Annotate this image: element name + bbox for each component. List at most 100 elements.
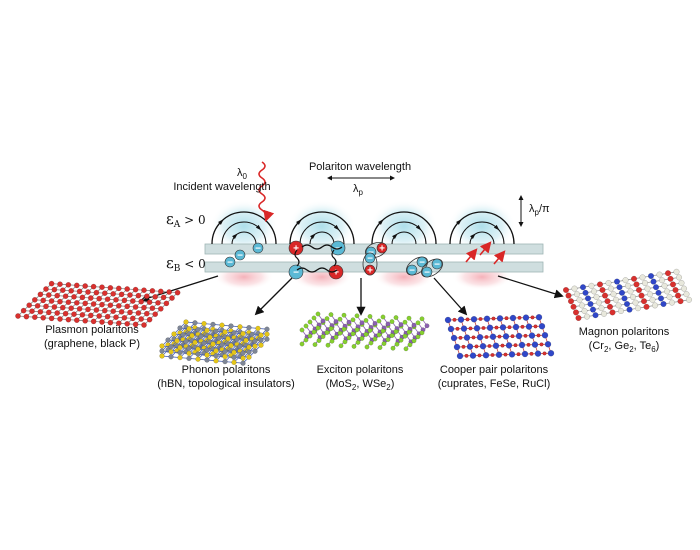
lattice-atom	[174, 289, 181, 296]
lattice-atom	[534, 350, 542, 357]
lattice-atom	[512, 323, 520, 331]
lattice-atom	[355, 339, 361, 345]
lattice-atom	[367, 327, 373, 333]
lattice-atom	[40, 297, 47, 304]
lattice-atom	[90, 283, 97, 290]
lattice-atom	[152, 311, 158, 318]
lattice-atom	[160, 294, 167, 301]
lattice-atom	[678, 280, 685, 287]
lattice-atom	[596, 299, 603, 306]
lattice-atom	[483, 315, 491, 322]
lattice-atom	[602, 292, 609, 299]
lattice-atom	[132, 286, 139, 293]
exciton-examples: (MoS2, WSe2)	[326, 378, 395, 392]
lattice-atom	[337, 330, 343, 336]
lattice-atom	[213, 353, 219, 359]
lattice-atom	[204, 357, 210, 363]
lattice-atom	[641, 298, 648, 305]
lattice-atom	[307, 319, 313, 325]
lattice-atom	[228, 343, 234, 349]
plasmon-name: Plasmon polaritons	[45, 324, 139, 336]
lattice-atom	[60, 304, 66, 311]
lattice-atom	[264, 336, 270, 342]
lattice-atom	[312, 342, 318, 347]
lattice-atom	[609, 309, 616, 316]
svg-text:−: −	[367, 254, 373, 265]
lattice-atom	[234, 337, 240, 343]
graphene-lattice	[15, 280, 181, 328]
lattice-atom	[461, 344, 466, 349]
lattice-atom	[505, 342, 513, 349]
lattice-atom	[143, 310, 150, 317]
lattice-atom	[249, 331, 255, 338]
lattice-atom	[377, 345, 383, 350]
lattice-atom	[599, 287, 606, 294]
lattice-atom	[169, 295, 175, 301]
negative-charge: −	[252, 242, 264, 255]
lattice-atom	[359, 320, 365, 326]
lattice-atom	[633, 281, 640, 288]
lattice-atom	[584, 313, 591, 320]
lattice-atom	[597, 281, 604, 288]
lattice-atom	[530, 315, 535, 320]
field-loop-arrowhead	[470, 233, 476, 240]
field-loop-arrowhead	[378, 219, 384, 225]
lattice-atom	[452, 317, 457, 322]
lattice-atom	[240, 360, 246, 366]
lattice-atom	[500, 343, 505, 348]
lattice-atom	[243, 337, 249, 344]
field-loop	[459, 221, 505, 245]
spin-arrow	[465, 248, 478, 263]
lattice-atom	[149, 287, 156, 294]
lattice-atom	[74, 317, 80, 324]
lattice-atom	[673, 268, 680, 275]
lattice-atom	[168, 349, 174, 355]
lattice-atom	[219, 322, 225, 328]
lattice-atom	[127, 292, 133, 298]
lattice-atom	[624, 301, 631, 308]
lattice-atom	[520, 324, 525, 329]
lattice-atom	[166, 289, 172, 295]
magnon-name: Magnon polaritons	[579, 326, 670, 338]
lattice-atom	[456, 352, 464, 360]
lattice-atom	[90, 301, 97, 307]
lattice-atom	[76, 288, 83, 295]
lattice-atom	[509, 314, 517, 322]
lattice-atom	[394, 341, 400, 347]
field-loop-arrowhead	[296, 219, 302, 225]
lattice-atom	[507, 325, 512, 330]
lattice-atom	[407, 342, 413, 348]
lattice-atom	[415, 334, 421, 340]
field-loop	[299, 221, 345, 245]
lattice-atom	[195, 351, 201, 357]
lattice-atom	[539, 342, 544, 347]
lattice-atom	[528, 332, 536, 339]
lattice-atom	[246, 325, 252, 331]
lattice-atom	[453, 343, 461, 351]
negative-charge: −	[421, 266, 433, 279]
lattice-atom	[372, 336, 378, 342]
lattice-atom	[497, 334, 502, 339]
lattice-atom	[222, 349, 228, 355]
lattice-atom	[29, 308, 35, 315]
lattice-atom	[163, 300, 170, 307]
lattice-atom	[54, 292, 61, 299]
lattice-atom	[419, 330, 425, 336]
lattice-atom	[469, 352, 477, 359]
lattice-atom	[204, 327, 210, 334]
lattice-atom	[34, 302, 41, 309]
lattice-atom	[538, 323, 546, 330]
field-loop	[231, 231, 257, 245]
lattice-atom	[590, 306, 597, 313]
lattice-atom	[110, 290, 116, 297]
lattice-atom	[455, 326, 460, 331]
phonon-examples: (hBN, topological insulators)	[157, 378, 295, 390]
lattice-atom	[669, 299, 676, 306]
lattice-atom	[573, 309, 580, 316]
lattice-atom	[110, 308, 116, 315]
positive-charge: +	[364, 264, 376, 277]
lattice-atom	[579, 302, 586, 309]
lattice-atom	[510, 334, 515, 339]
lattice-atom	[222, 329, 228, 335]
field-glow-top	[210, 200, 278, 252]
